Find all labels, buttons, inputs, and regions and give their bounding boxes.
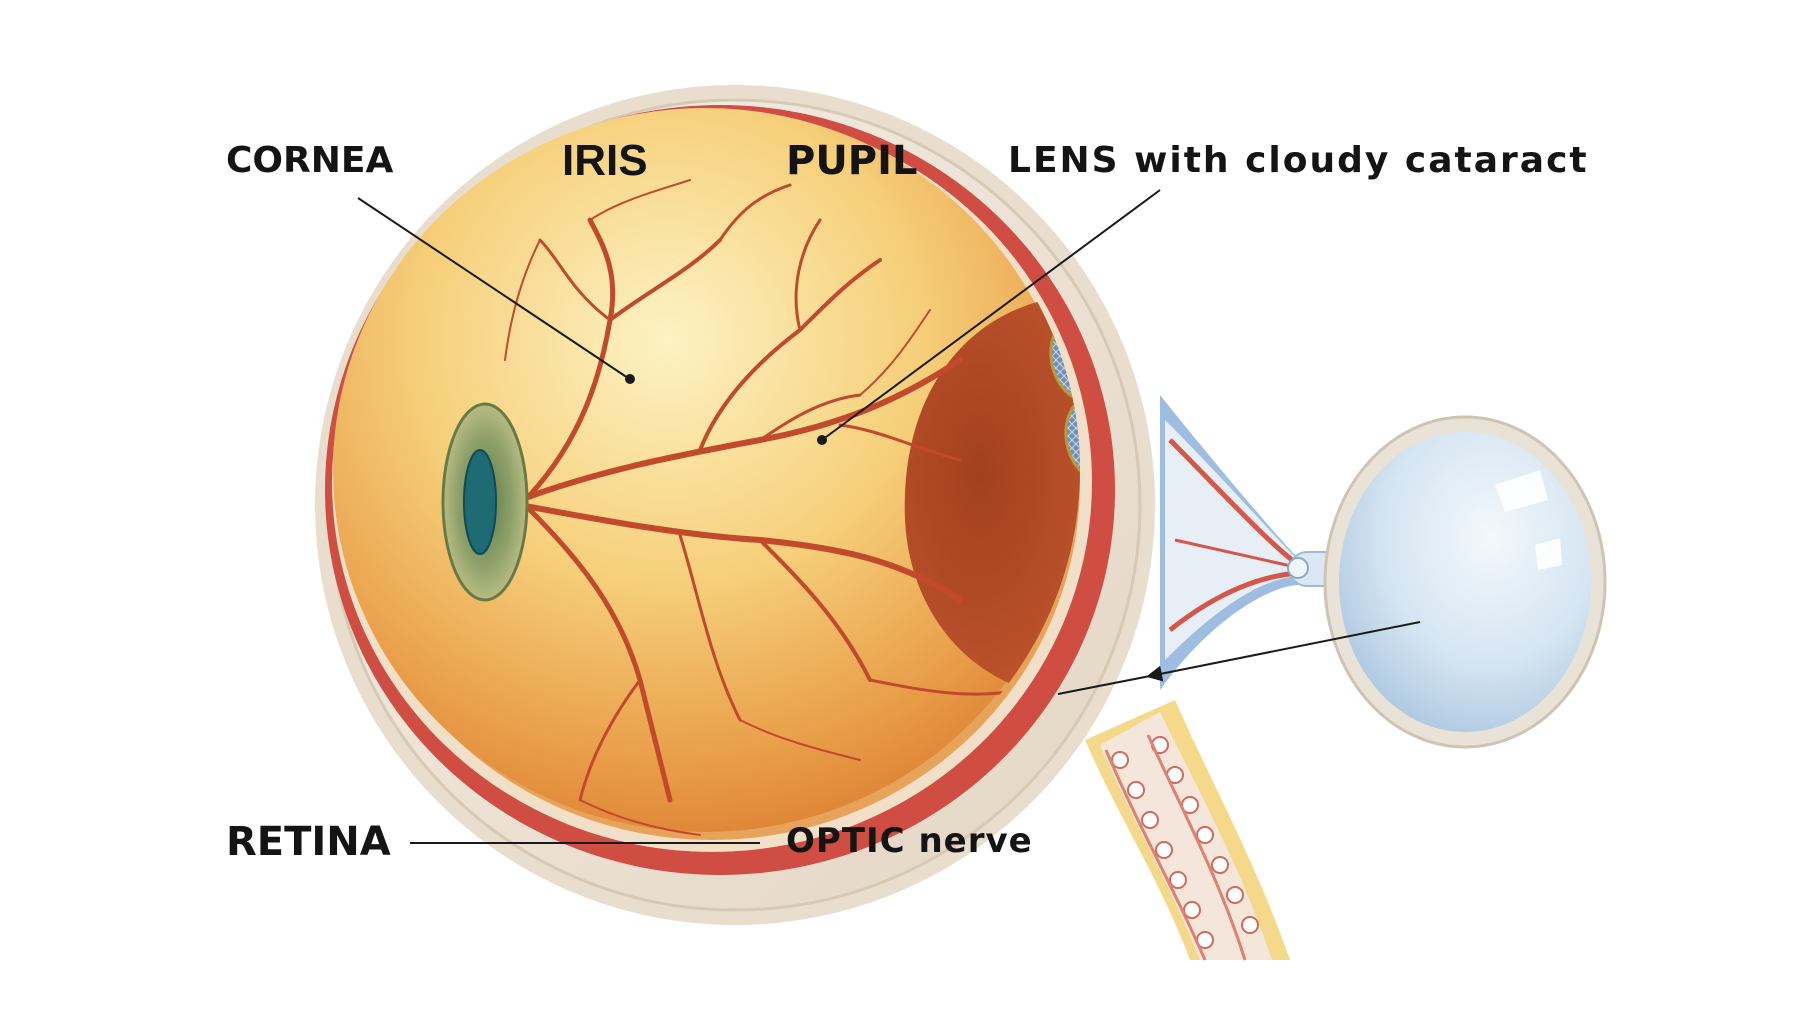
cataract-arrow-tail bbox=[1057, 675, 1151, 695]
eyeball bbox=[315, 85, 1155, 925]
label-cornea: CORNEA bbox=[226, 140, 393, 181]
label-optic-nerve: OPTIC nerve bbox=[786, 821, 1033, 861]
cornea-leader-line bbox=[357, 197, 629, 379]
leader-lines bbox=[357, 189, 1421, 844]
label-retina: RETINA bbox=[226, 819, 391, 865]
lens-leader-dot bbox=[817, 435, 827, 445]
cataract-arrow bbox=[1146, 621, 1421, 682]
lens-leader-line bbox=[821, 189, 1161, 441]
label-lens: LENS with cloudy cataract bbox=[1008, 140, 1589, 181]
optic-nerve-bundle bbox=[1085, 700, 1290, 961]
label-pupil: PUPIL bbox=[786, 138, 917, 184]
cornea-leader-dot bbox=[625, 374, 635, 384]
label-iris: IRIS bbox=[562, 136, 648, 185]
cataract-lens bbox=[1323, 415, 1607, 749]
iris-and-pupil bbox=[441, 402, 529, 602]
retinal-blood-vessels bbox=[504, 179, 1022, 836]
